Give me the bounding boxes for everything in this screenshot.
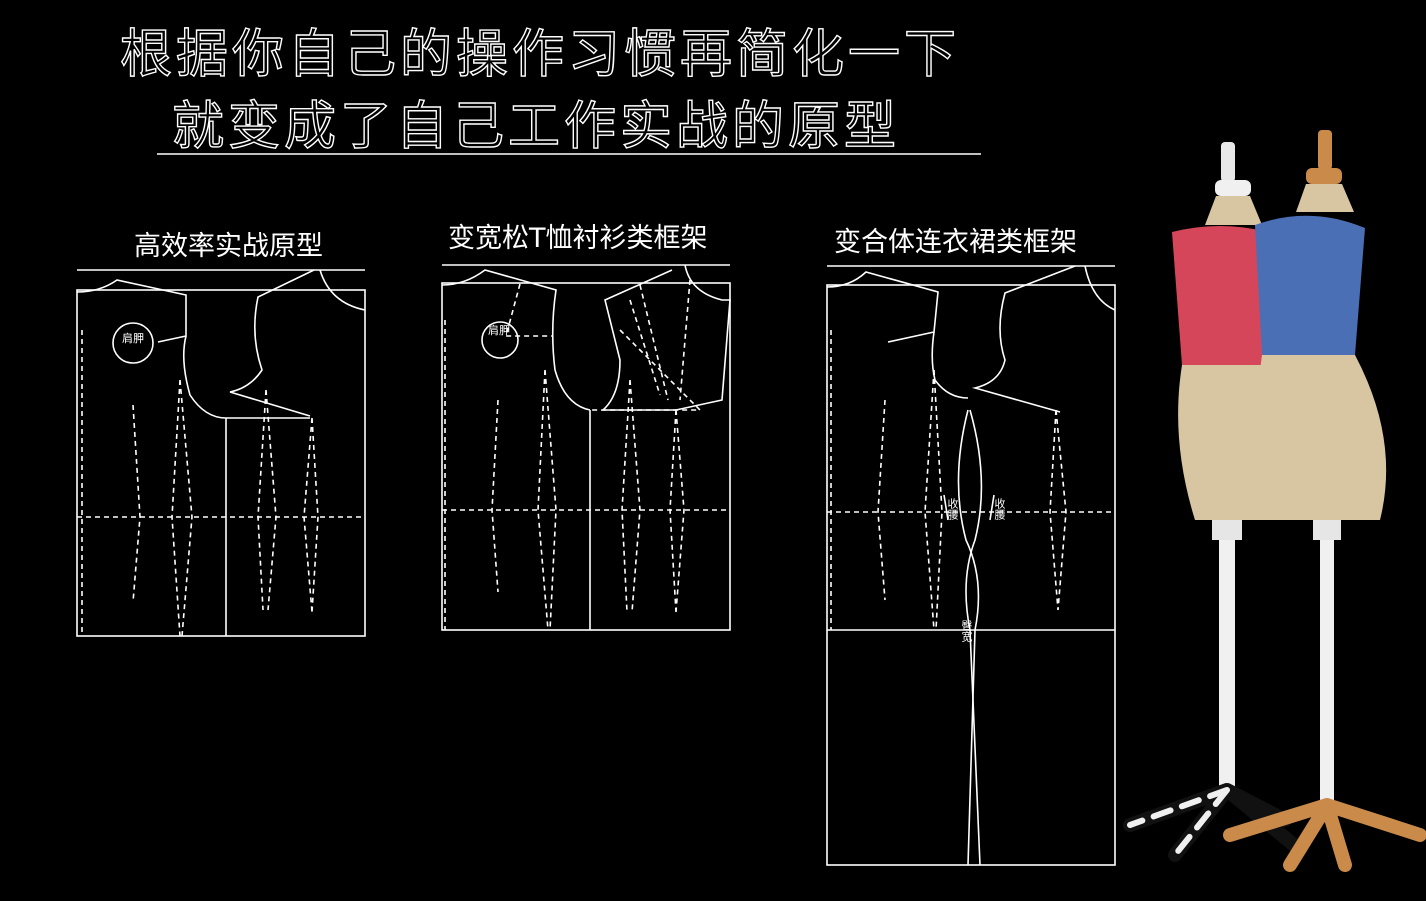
- panel-b-scapula-note: 肩胛: [488, 324, 510, 337]
- scapula-circle: [112, 322, 154, 364]
- panel-b-label: 变宽松T恤衬衫类框架: [448, 223, 708, 254]
- blue-stripe-top: [1255, 215, 1365, 355]
- panel-a-label: 高效率实战原型: [134, 231, 323, 262]
- panel-c-waist-note-right: 收腰: [993, 498, 1006, 520]
- panel-c-label: 变合体连衣裙类框架: [834, 227, 1077, 258]
- panel-b-pattern: [441, 264, 731, 631]
- mannequin-left: [1123, 142, 1307, 862]
- panel-c-pattern: [826, 265, 1116, 866]
- slide-title-line-1: 根据你自己的操作习惯再简化一下: [119, 24, 961, 85]
- red-pattern-top: [1172, 226, 1278, 365]
- panel-c-waist-note-left: 收腰: [946, 498, 959, 520]
- panel-a-pattern: [76, 269, 366, 637]
- panel-a-scapula-note: 肩胛: [122, 332, 144, 345]
- slide-title-line-2: 就变成了自己工作实战的原型: [171, 96, 901, 157]
- scapula-circle-b: [481, 321, 519, 359]
- panel-c-hip-note: 臀宽: [960, 620, 973, 642]
- mannequin-right: [1223, 130, 1426, 872]
